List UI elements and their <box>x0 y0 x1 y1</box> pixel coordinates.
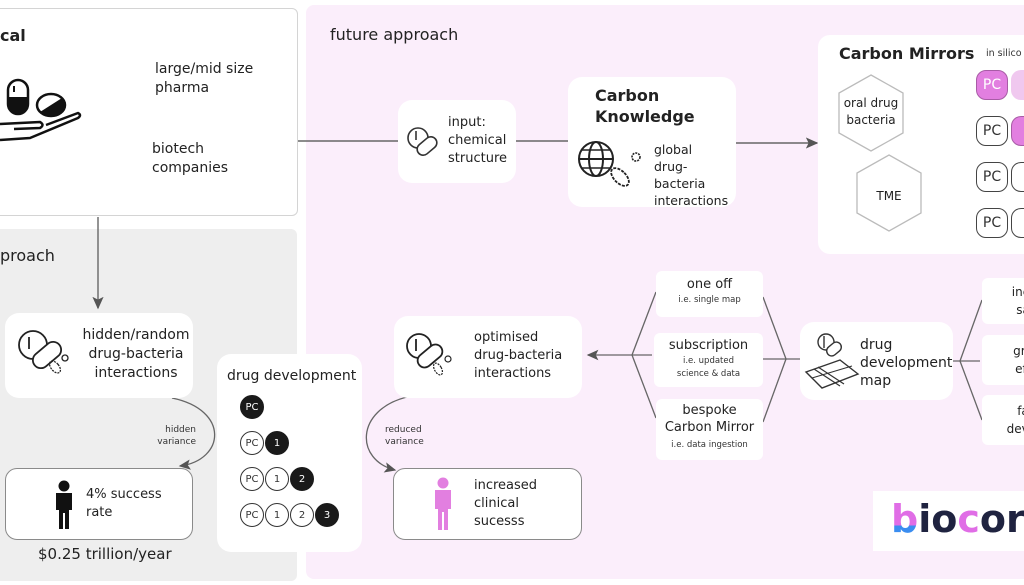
carbon-mirrors-card: Carbon Mirrors oral drug bacteria TME in… <box>818 35 1024 254</box>
hexagon-oral-bacteria <box>838 74 904 152</box>
hidden-interactions-text: hidden/random drug-bacteria interactions <box>82 327 190 381</box>
stage-circle: PC <box>240 467 264 491</box>
carbon-knowledge-card: Carbon Knowledge global drug-bacteria in… <box>568 77 736 208</box>
drug-bacteria-icon <box>18 330 69 374</box>
success-rate-text: 4% success rate <box>86 487 162 520</box>
stage-circle: 2 <box>290 467 314 491</box>
carbon-knowledge-title: Carbon Knowledge <box>595 86 695 126</box>
logo-box: biocor <box>873 491 1024 551</box>
stage-circle: 1 <box>265 431 289 455</box>
person-icon <box>56 480 72 529</box>
stage-circle: 2 <box>290 503 314 527</box>
map-icon <box>804 333 860 389</box>
mirror-row: PC1 <box>976 116 1024 146</box>
current-approach-heading: proach <box>0 246 55 265</box>
benefit-faster-development: fa devel <box>982 395 1024 445</box>
benefit-greater-efficacy: gre eff <box>982 335 1024 385</box>
benefit-greater-efficacy-text: gre eff <box>1013 344 1024 376</box>
logo-letter: c <box>957 497 980 541</box>
mirror-row: PC1 <box>976 208 1024 238</box>
option-bespoke-title: bespoke Carbon Mirror <box>664 403 755 435</box>
mirror-stage: 1 <box>1011 70 1024 100</box>
segment-biotech: biotech companies <box>152 141 229 176</box>
clinical-success-card: increased clinical sucesss <box>393 468 582 540</box>
tme-label: TME <box>876 189 902 203</box>
mirror-stage: PC <box>976 70 1008 100</box>
clinical-success-text: increased clinical sucesss <box>474 478 538 529</box>
drug-development-map-text: drug development map <box>860 337 953 389</box>
mirror-row: PC1 <box>976 70 1024 100</box>
mirror-stage: PC <box>976 208 1008 238</box>
pills-in-hand-icon <box>0 78 82 142</box>
oral-bacteria-label: oral drug bacteria <box>843 96 899 127</box>
option-subscription-title: subscription <box>668 338 749 353</box>
option-subscription-sub: i.e. updated science & data <box>676 356 741 379</box>
option-bespoke[interactable]: bespoke Carbon Mirror i.e. data ingestio… <box>656 399 763 460</box>
traditional-heading: cal <box>0 26 26 45</box>
stage-row: PC <box>240 395 264 419</box>
logo-letter: r <box>1005 497 1024 541</box>
logo-letter: i <box>918 497 932 541</box>
hidden-interactions-card: hidden/random drug-bacteria interactions <box>5 313 193 398</box>
drug-development-title: drug development <box>227 368 357 384</box>
logo-letter: o <box>931 497 958 541</box>
in-silico-label: in silico <box>986 48 1022 59</box>
reduced-variance-label: reduced variance <box>385 425 424 447</box>
person-pink-icon <box>435 477 451 530</box>
stage-circle: 1 <box>265 467 289 491</box>
benefit-increased-safety: incr sa <box>982 278 1024 324</box>
mirror-stage: 1 <box>1011 208 1024 238</box>
input-card: input: chemical structure <box>398 100 516 183</box>
stage-circle: PC <box>240 431 264 455</box>
future-approach-heading: future approach <box>330 25 459 44</box>
benefit-faster-development-text: fa devel <box>1006 404 1024 436</box>
cost-text: $0.25 trillion/year <box>38 545 172 563</box>
biocortex-logo: biocor <box>891 497 1024 541</box>
carbon-mirrors-title: Carbon Mirrors <box>839 44 975 63</box>
option-one-off[interactable]: one off i.e. single map <box>656 271 763 317</box>
mirror-stage: PC <box>976 116 1008 146</box>
mirror-stage: PC <box>976 162 1008 192</box>
logo-letter: b <box>891 497 919 541</box>
input-text: input: chemical structure <box>448 115 507 166</box>
optimised-interactions-text: optimised drug-bacteria interactions <box>474 330 563 381</box>
option-one-off-sub: i.e. single map <box>678 295 741 305</box>
mirror-row: PC1 <box>976 162 1024 192</box>
option-bespoke-sub: i.e. data ingestion <box>671 440 748 450</box>
drug-bacteria-optimised-icon <box>406 333 452 376</box>
option-one-off-title: one off <box>686 277 733 292</box>
stage-circle: PC <box>240 395 264 419</box>
hidden-variance-label: hidden variance <box>157 425 196 447</box>
globe-bacteria-icon <box>578 141 641 187</box>
benefit-increased-safety-text: incr sa <box>1011 285 1024 317</box>
stage-circle: 3 <box>315 503 339 527</box>
stage-circle: 1 <box>265 503 289 527</box>
success-rate-card: 4% success rate <box>5 468 193 540</box>
option-subscription[interactable]: subscription i.e. updated science & data <box>654 333 763 387</box>
hexagon-tme <box>856 154 922 232</box>
logo-letter: o <box>979 497 1006 541</box>
pill-molecule-icon <box>407 127 438 157</box>
mirror-stage: 1 <box>1011 116 1024 146</box>
mirror-stage: 1 <box>1011 162 1024 192</box>
optimised-interactions-card: optimised drug-bacteria interactions <box>394 316 582 398</box>
segment-pharma: large/mid size pharma <box>155 61 254 96</box>
carbon-knowledge-text: global drug-bacteria interactions <box>654 142 729 208</box>
drug-development-map-card: drug development map <box>800 322 953 400</box>
stage-circle: PC <box>240 503 264 527</box>
